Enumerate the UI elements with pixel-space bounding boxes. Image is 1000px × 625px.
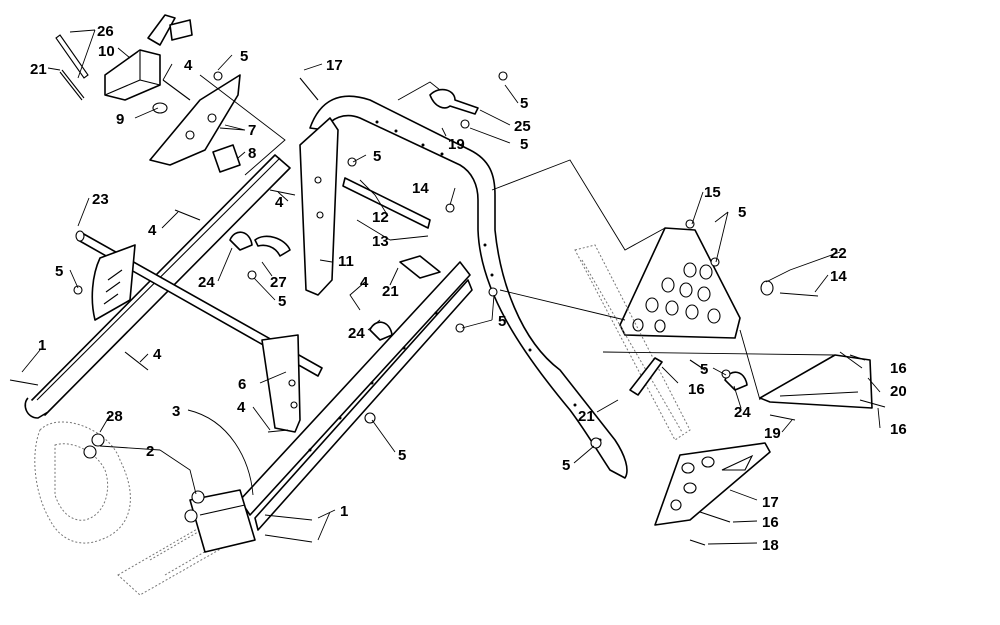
callout-7: 7 [248, 122, 256, 139]
callout-5: 5 [240, 48, 248, 65]
callout-5: 5 [278, 293, 286, 310]
callout-12: 12 [372, 209, 389, 226]
callout-16: 16 [890, 421, 907, 438]
callout-4: 4 [184, 57, 193, 74]
callout-3: 3 [172, 403, 180, 420]
callout-22: 22 [830, 245, 847, 262]
callout-23: 23 [92, 191, 109, 208]
callout-9: 9 [116, 111, 124, 128]
callout-5: 5 [373, 148, 381, 165]
callout-4: 4 [153, 346, 162, 363]
callout-16: 16 [688, 381, 705, 398]
reference-lines [199, 74, 836, 401]
callout-4: 4 [237, 399, 246, 416]
rear-frame-end-block [189, 489, 256, 553]
callout-5: 5 [520, 95, 528, 112]
callout-17: 17 [762, 494, 779, 511]
callout-14: 14 [830, 268, 847, 285]
callout-5: 5 [55, 263, 63, 280]
callout-6: 6 [238, 376, 246, 393]
callout-19: 19 [764, 425, 781, 442]
right-side-bracket [759, 354, 873, 409]
callout-21: 21 [382, 283, 399, 300]
front-mounting-plate [619, 227, 741, 339]
callout-5: 5 [520, 136, 528, 153]
callout-10: 10 [98, 43, 115, 60]
callout-21: 21 [578, 408, 595, 425]
callout-18: 18 [762, 537, 779, 554]
callout-4: 4 [360, 274, 369, 291]
callout-11: 11 [338, 253, 354, 270]
callout-4: 4 [275, 194, 284, 211]
strap-bracket [342, 177, 431, 229]
electrical-module [104, 14, 193, 101]
callout-14: 14 [412, 180, 429, 197]
relay-connector [152, 102, 241, 173]
upper-mount-plate [149, 74, 241, 166]
callout-16: 16 [890, 360, 907, 377]
clip-brackets [229, 88, 748, 396]
callout-28: 28 [106, 408, 123, 425]
right-frame-section-ghost [574, 244, 691, 441]
callout-5: 5 [700, 361, 708, 378]
callout-27: 27 [270, 274, 287, 291]
callout-24: 24 [734, 404, 751, 421]
callout-19: 19 [448, 136, 465, 153]
left-lower-frame-rail [24, 154, 291, 419]
callout-16: 16 [762, 514, 779, 531]
callout-5: 5 [498, 313, 506, 330]
callout-8: 8 [248, 145, 256, 162]
callout-1: 1 [340, 503, 348, 520]
callout-5: 5 [398, 447, 406, 464]
callout-15: 15 [704, 184, 721, 201]
callout-26: 26 [97, 23, 114, 40]
callout-13: 13 [372, 233, 389, 250]
callout-labels: 26 10 21 4 5 9 7 8 17 5 25 19 5 5 14 12 … [30, 23, 907, 554]
callout-21: 21 [30, 61, 47, 78]
callout-5: 5 [738, 204, 746, 221]
callout-24: 24 [198, 274, 215, 291]
callout-20: 20 [890, 383, 907, 400]
lower-right-plate [654, 442, 771, 526]
callout-25: 25 [514, 118, 531, 135]
callout-24: 24 [348, 325, 365, 342]
callout-5: 5 [562, 457, 570, 474]
left-gusset-bracket [91, 244, 136, 321]
center-upright-bracket [261, 334, 301, 433]
cross-tube [75, 230, 323, 377]
leader-lines [21, 29, 881, 545]
callout-17: 17 [326, 57, 343, 74]
callout-2: 2 [146, 443, 154, 460]
left-support-plate [299, 117, 339, 296]
callout-4: 4 [148, 222, 157, 239]
callout-1: 1 [38, 337, 46, 354]
